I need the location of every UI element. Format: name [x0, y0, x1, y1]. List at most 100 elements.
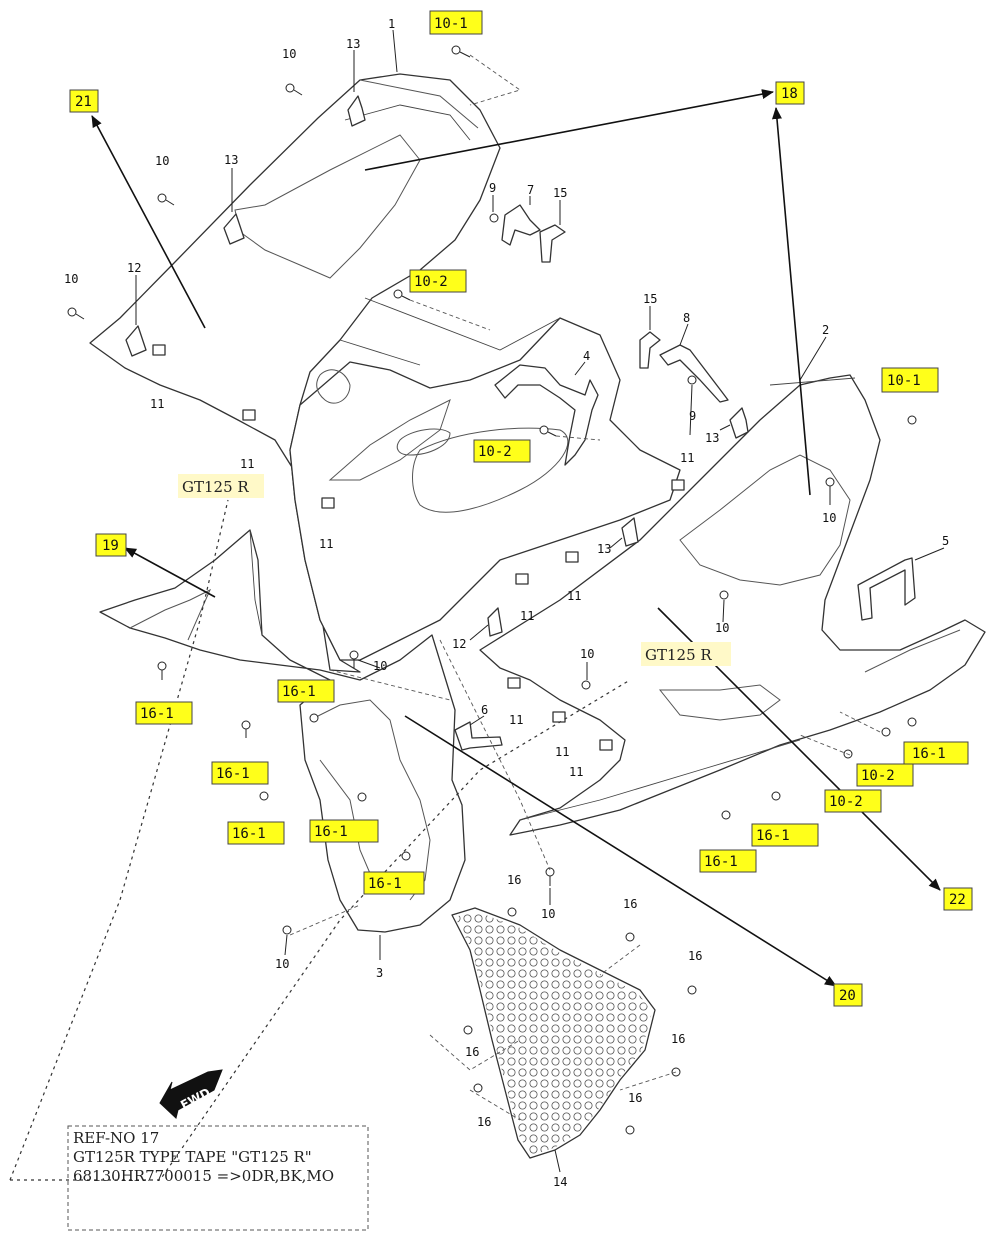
callout-10f: 10: [580, 647, 594, 661]
callout-13b: 13: [224, 153, 238, 167]
ref-box-16-1-h: 16-1: [699, 849, 757, 873]
ref-box-21: 21: [69, 89, 99, 113]
svg-text:GT125 R: GT125 R: [645, 646, 712, 664]
svg-text:16-1: 16-1: [704, 854, 738, 870]
ref-box-10-2-c: 10-2: [856, 763, 914, 787]
svg-text:16-1: 16-1: [314, 824, 348, 840]
callout-7: 7: [527, 183, 534, 197]
svg-text:10-2: 10-2: [478, 444, 512, 460]
callout-11c: 11: [680, 451, 694, 465]
brackets: [125, 95, 916, 751]
reference-note: REF-NO 17 GT125R TYPE TAPE "GT125 R" 681…: [67, 1125, 369, 1231]
callout-15b: 15: [643, 292, 657, 306]
callout-13d: 13: [597, 542, 611, 556]
callout-9a: 9: [489, 181, 496, 195]
ref-box-16-1-f: 16-1: [227, 821, 285, 845]
callout-10a: 10: [282, 47, 296, 61]
svg-text:20: 20: [839, 988, 856, 1004]
tape-label-left: GT125 R: [178, 474, 264, 498]
callout-2: 2: [822, 323, 829, 337]
callout-13c: 13: [705, 431, 719, 445]
ref-box-10-2-b: 10-2: [473, 439, 531, 463]
callout-11e: 11: [520, 609, 534, 623]
leader-lines: [135, 29, 945, 1173]
tape-label-right: GT125 R: [641, 642, 731, 666]
callout-10g: 10: [373, 659, 387, 673]
ref-box-22: 22: [943, 887, 973, 911]
svg-text:10-2: 10-2: [861, 768, 895, 784]
svg-text:19: 19: [102, 538, 119, 554]
callout-16d: 16: [671, 1032, 685, 1046]
ref-box-16-1-d: 16-1: [211, 761, 269, 785]
callout-9b: 9: [689, 409, 696, 423]
callout-11d: 11: [319, 537, 333, 551]
callout-14: 14: [553, 1175, 567, 1189]
ref-box-16-1-i: 16-1: [363, 871, 425, 895]
svg-text:16-1: 16-1: [368, 876, 402, 892]
screws: [67, 45, 917, 1135]
callout-10i: 10: [275, 957, 289, 971]
callout-15a: 15: [553, 186, 567, 200]
callout-11i: 11: [569, 765, 583, 779]
ref-box-16-1-a: 16-1: [277, 679, 335, 703]
ref-box-19: 19: [95, 533, 127, 557]
note-line-1: REF-NO 17: [73, 1129, 159, 1147]
tape-labels: GT125 R GT125 R: [178, 474, 731, 666]
mesh-panel-part-14: [451, 907, 656, 1159]
callout-16g: 16: [477, 1115, 491, 1129]
callout-5: 5: [942, 534, 949, 548]
callout-1: 1: [388, 17, 395, 31]
svg-text:21: 21: [75, 94, 92, 110]
svg-text:16-1: 16-1: [232, 826, 266, 842]
callout-10c: 10: [64, 272, 78, 286]
reference-boxes: 10-1 21 18 10-2 10-1 10-2 19 16-1: [69, 10, 973, 1007]
callout-10h: 10: [541, 907, 555, 921]
callout-12a: 12: [127, 261, 141, 275]
part-numbers: 1 13 10 10 13 9 7 15 10 12 15 8 2 4 11 9…: [64, 17, 949, 1189]
callout-10b: 10: [155, 154, 169, 168]
callout-4: 4: [583, 349, 590, 363]
callout-11f: 11: [567, 589, 581, 603]
svg-text:22: 22: [949, 892, 966, 908]
svg-text:16-1: 16-1: [912, 746, 946, 762]
svg-text:10-1: 10-1: [434, 16, 468, 32]
callout-13a: 13: [346, 37, 360, 51]
callout-10e: 10: [715, 621, 729, 635]
svg-text:10-1: 10-1: [887, 373, 921, 389]
side-cowl-part-2: [479, 374, 986, 836]
callout-16c: 16: [688, 949, 702, 963]
callout-16f: 16: [628, 1091, 642, 1105]
upper-cowl-part-1: [89, 73, 501, 673]
ref-box-20: 20: [833, 983, 863, 1007]
callout-6: 6: [481, 703, 488, 717]
callout-10d: 10: [822, 511, 836, 525]
svg-text:16-1: 16-1: [756, 828, 790, 844]
callout-16a: 16: [507, 873, 521, 887]
callout-11g: 11: [509, 713, 523, 727]
svg-text:18: 18: [781, 86, 798, 102]
callout-11b: 11: [240, 457, 254, 471]
ref-box-16-1-e: 16-1: [309, 819, 379, 843]
callout-16e: 16: [465, 1045, 479, 1059]
ref-box-18: 18: [775, 81, 805, 105]
svg-text:16-1: 16-1: [216, 766, 250, 782]
callout-12b: 12: [452, 637, 466, 651]
ref-box-16-1-b: 16-1: [135, 701, 193, 725]
callout-11a: 11: [150, 397, 164, 411]
note-line-3: 68130HR7700015 =>0DR,BK,MO: [73, 1167, 334, 1185]
fwd-arrow: FWD: [159, 1069, 223, 1119]
svg-text:16-1: 16-1: [282, 684, 316, 700]
callout-16b: 16: [623, 897, 637, 911]
svg-text:16-1: 16-1: [140, 706, 174, 722]
ref-box-10-2-d: 10-2: [824, 789, 882, 813]
ref-box-16-1-g: 16-1: [751, 823, 819, 847]
assembly-lines: [9, 54, 881, 1181]
callout-8: 8: [683, 311, 690, 325]
ref-box-10-1-top: 10-1: [429, 10, 483, 35]
note-line-2: GT125R TYPE TAPE "GT125 R": [73, 1148, 312, 1166]
svg-text:10-2: 10-2: [829, 794, 863, 810]
ref-box-10-2-a: 10-2: [409, 269, 467, 293]
svg-text:GT125 R: GT125 R: [182, 478, 249, 496]
svg-text:10-2: 10-2: [414, 274, 448, 290]
